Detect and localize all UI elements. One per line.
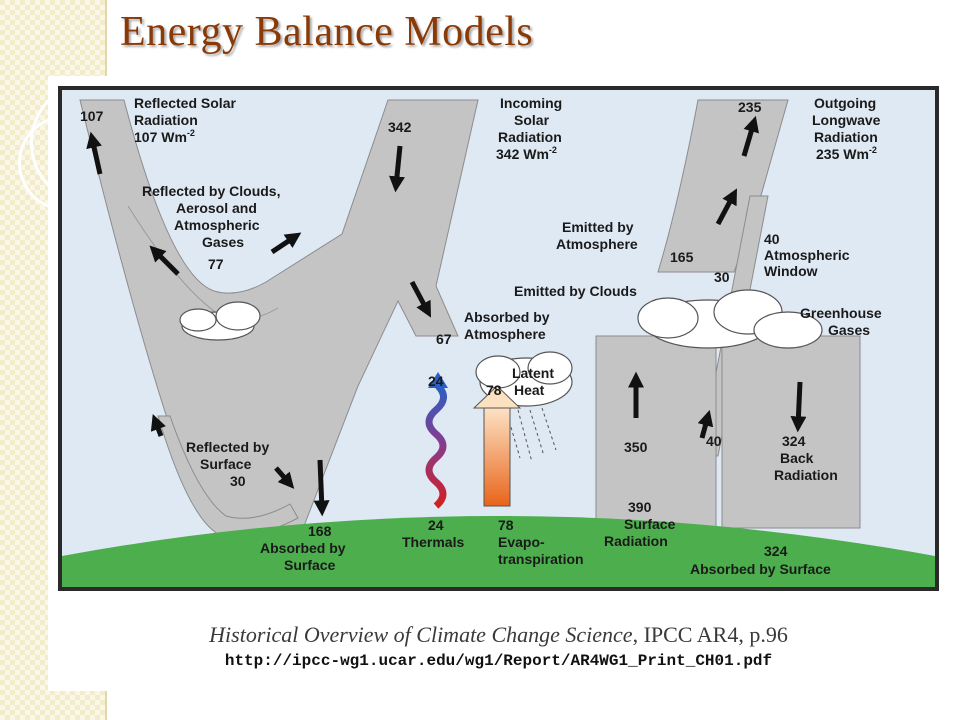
cloud-right — [637, 289, 823, 349]
number-30-surface: 30 — [230, 473, 246, 489]
back-radiation-2: Radiation — [774, 467, 838, 483]
figure-card: 107 Reflected Solar Radiation 107 Wm-2 3… — [48, 76, 949, 691]
reflected-surface-2: Surface — [200, 456, 252, 472]
number-350: 350 — [624, 439, 648, 455]
reflected-solar-beam — [79, 99, 479, 535]
reflected-surface-1: Reflected by — [186, 439, 269, 455]
absorbed-surface-168-1: Absorbed by — [260, 540, 346, 556]
earth-surface — [62, 516, 935, 587]
outgoing-title-1: Outgoing — [814, 95, 876, 111]
thermals-wave — [425, 383, 447, 509]
back-radiation-column — [721, 335, 861, 529]
number-342: 342 — [388, 119, 412, 135]
number-324-absorbed: 324 — [764, 543, 788, 559]
absorbed-surface-324: Absorbed by Surface — [690, 561, 831, 577]
surface-reflection-beam — [157, 415, 299, 538]
caption-rest: , IPCC AR4, p.96 — [632, 622, 788, 647]
incoming-value: 342 Wm-2 — [496, 145, 557, 162]
caption-url[interactable]: http://ipcc-wg1.ucar.edu/wg1/Report/AR4W… — [224, 652, 773, 670]
number-24-thermals: 24 — [428, 517, 444, 533]
emitted-clouds: Emitted by Clouds — [514, 283, 637, 299]
reflected-clouds-3: Atmospheric — [174, 217, 260, 233]
reflected-clouds-2: Aerosol and — [176, 200, 257, 216]
outgoing-title-2: Longwave — [812, 112, 881, 128]
emitted-atmosphere-2: Atmosphere — [556, 236, 638, 252]
reflected-clouds-1: Reflected by Clouds, — [142, 183, 280, 199]
evapotranspiration-arrowhead — [472, 385, 522, 409]
absorbed-atmosphere-1: Absorbed by — [464, 309, 550, 325]
incoming-title-2: Solar — [514, 112, 550, 128]
outgoing-title-3: Radiation — [814, 129, 878, 145]
latent-heat-1: Latent — [512, 365, 554, 381]
number-235: 235 — [738, 99, 762, 115]
cloud-left — [179, 301, 261, 341]
number-324-back: 324 — [782, 433, 806, 449]
greenhouse-1: Greenhouse — [800, 305, 882, 321]
thermals-label: Thermals — [402, 534, 464, 550]
number-165: 165 — [670, 249, 694, 265]
greenhouse-2: Gases — [828, 322, 870, 338]
number-40-up: 40 — [706, 433, 722, 449]
incoming-title-1: Incoming — [500, 95, 562, 111]
number-107: 107 — [80, 108, 104, 124]
number-78-evapo: 78 — [498, 517, 514, 533]
flow-arrows — [86, 115, 807, 517]
number-40-window: 40 — [764, 231, 780, 247]
surface-radiation-1: Surface — [624, 516, 676, 532]
back-radiation-1: Back — [780, 450, 814, 466]
absorbed-atmosphere-2: Atmosphere — [464, 326, 546, 342]
number-168: 168 — [308, 523, 332, 539]
latent-heat-2: Heat — [514, 382, 545, 398]
emitted-atmosphere-1: Emitted by — [562, 219, 634, 235]
surface-radiation-2: Radiation — [604, 533, 668, 549]
absorbed-surface-168-2: Surface — [284, 557, 336, 573]
reflected-clouds-4: Gases — [202, 234, 244, 250]
slide-title: Energy Balance Models — [120, 9, 534, 55]
incoming-title-3: Radiation — [498, 129, 562, 145]
outgoing-value: 235 Wm-2 — [816, 145, 877, 162]
surface-radiation-column — [595, 335, 717, 529]
evapo-1: Evapo- — [498, 534, 545, 550]
reflected-solar-value: 107 Wm-2 — [134, 128, 195, 145]
number-24-thermals-top: 24 — [428, 373, 444, 389]
outgoing-longwave-beam — [657, 99, 789, 273]
evapotranspiration-column — [483, 405, 511, 507]
number-77: 77 — [208, 256, 224, 272]
reflected-solar-title-2: Radiation — [134, 112, 198, 128]
number-390: 390 — [628, 499, 652, 515]
number-67: 67 — [436, 331, 452, 347]
evapo-2: transpiration — [498, 551, 584, 567]
number-78-latent: 78 — [486, 382, 502, 398]
caption-citation: Historical Overview of Climate Change Sc… — [48, 622, 949, 648]
thermals-arrowhead — [428, 372, 448, 388]
caption-italic: Historical Overview of Climate Change Sc… — [209, 622, 633, 647]
energy-balance-diagram: 107 Reflected Solar Radiation 107 Wm-2 3… — [58, 86, 939, 591]
window-title-1: Atmospheric — [764, 247, 850, 263]
reflected-solar-title-1: Reflected Solar — [134, 95, 236, 111]
number-30-clouds: 30 — [714, 269, 730, 285]
window-title-2: Window — [764, 263, 818, 279]
